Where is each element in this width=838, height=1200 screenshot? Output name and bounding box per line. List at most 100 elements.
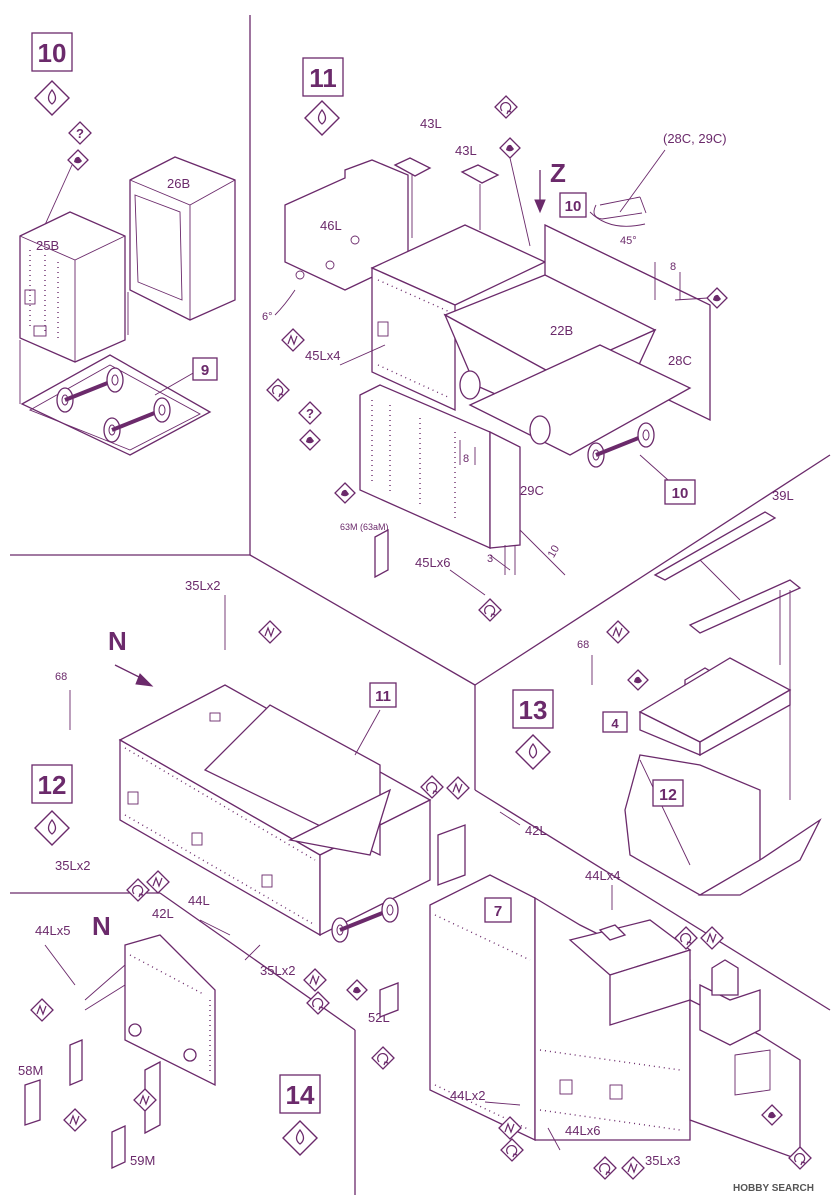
- subassembly-badge: [369, 682, 397, 708]
- step-11-number: 11: [309, 63, 337, 93]
- part-label: 44Lx5: [35, 923, 70, 938]
- part-label: 43L: [420, 116, 442, 131]
- bend-icon: [371, 1046, 395, 1070]
- subassembly-number: 4: [611, 716, 619, 731]
- step-14-number: 14: [286, 1080, 315, 1110]
- part-label: 28C: [668, 353, 692, 368]
- dimension-label: 8: [670, 261, 676, 273]
- part-label: 35Lx2: [55, 858, 90, 873]
- part-label: 44Lx2: [450, 1088, 485, 1103]
- question-icon: [68, 121, 92, 145]
- subassembly-number: 10: [672, 485, 689, 502]
- part-label: 44L: [188, 893, 210, 908]
- bend-icon: [593, 1156, 617, 1180]
- paint-icon: [346, 979, 368, 1001]
- glue-drop-icon: [304, 100, 340, 136]
- bend-icon: [266, 378, 290, 402]
- step-12-ref-badge: [652, 779, 684, 807]
- dimension-label: 3: [487, 553, 493, 565]
- zigzag-icon: [281, 328, 305, 352]
- zigzag-icon: [303, 968, 327, 992]
- zigzag-icon: [63, 1108, 87, 1132]
- watermark: HOBBY SEARCH: [733, 1183, 814, 1194]
- paint-icon: [299, 429, 321, 451]
- part-label: 35Lx2: [185, 578, 220, 593]
- step-11: 11 43L 43L Z (28C, 29C) 10 45° 46L 6°: [262, 57, 728, 622]
- dimension-label: 8: [463, 453, 469, 465]
- detail-label: (28C, 29C): [663, 131, 727, 146]
- step-14: N 44Lx5 58M 59M 14 7: [18, 868, 812, 1180]
- step-10-number: 10: [38, 38, 67, 68]
- part-label: 42L: [525, 823, 547, 838]
- part-label: 42L: [152, 906, 174, 921]
- bend-icon: [306, 991, 330, 1015]
- part-label: 45Lx4: [305, 348, 340, 363]
- step-13-number: 13: [519, 695, 548, 725]
- subassembly-badge: [602, 711, 628, 733]
- part-label: 22B: [550, 323, 573, 338]
- subassembly-badge: [664, 479, 696, 505]
- view-letter: Z: [550, 158, 566, 188]
- subassembly-number: 11: [375, 688, 391, 705]
- zigzag-icon: [258, 620, 282, 644]
- detail-step-number: 10: [565, 198, 582, 215]
- paint-icon: [499, 137, 521, 159]
- panel-borders: [10, 15, 831, 1195]
- part-label: 35Lx2: [260, 963, 295, 978]
- part-label: 59M: [130, 1153, 155, 1168]
- view-letter: N: [92, 911, 111, 941]
- zigzag-icon: [446, 776, 470, 800]
- part-label: 44Lx4: [585, 868, 620, 883]
- subassembly-number: 7: [494, 903, 502, 920]
- bend-icon: [494, 95, 518, 119]
- zigzag-icon: [146, 870, 170, 894]
- step-13: 13 39L 68 4 12: [512, 488, 822, 896]
- part-label: 26B: [167, 176, 190, 191]
- step-10: 10 26B 25B 9: [19, 32, 236, 456]
- part-label: 45Lx6: [415, 555, 450, 570]
- zigzag-icon: [30, 998, 54, 1022]
- glue-drop-icon: [282, 1120, 318, 1156]
- step-12: 35Lx2 N 68 35Lx2 11 12 44L 42L 35Lx2: [31, 578, 547, 1070]
- step-12-number: 12: [38, 770, 67, 800]
- angle-label: 6°: [262, 311, 273, 323]
- zigzag-icon: [700, 926, 724, 950]
- step-12-badge: [31, 764, 73, 804]
- bend-icon: [500, 1138, 524, 1162]
- part-label: 43L: [455, 143, 477, 158]
- step-13-badge: [512, 689, 554, 729]
- glue-drop-icon: [34, 80, 70, 116]
- part-label: 58M: [18, 1063, 43, 1078]
- part-label: 29C: [520, 483, 544, 498]
- question-icon: [298, 401, 322, 425]
- subassembly-badge: [559, 192, 587, 218]
- part-label: 39L: [772, 488, 794, 503]
- zigzag-icon: [606, 620, 630, 644]
- bend-icon: [420, 775, 444, 799]
- part-label: 44Lx6: [565, 1123, 600, 1138]
- subassembly-badge: [484, 897, 512, 923]
- glue-drop-icon: [515, 734, 551, 770]
- step-14-badge: [279, 1074, 321, 1114]
- step-11-badge: [302, 57, 344, 97]
- subassembly-badge: [192, 357, 218, 381]
- part-label: 46L: [320, 218, 342, 233]
- bend-icon: [126, 878, 150, 902]
- subassembly-number: 9: [201, 362, 209, 379]
- paint-icon: [334, 482, 356, 504]
- reference-number: 68: [577, 639, 589, 651]
- view-letter: N: [108, 626, 127, 656]
- glue-drop-icon: [34, 810, 70, 846]
- part-label: 35Lx3: [645, 1153, 680, 1168]
- reference-number: 68: [55, 671, 67, 683]
- bend-icon: [478, 598, 502, 622]
- part-label: 63M (63aM): [340, 522, 389, 532]
- zigzag-icon: [621, 1156, 645, 1180]
- subassembly-number: 12: [659, 787, 677, 804]
- paint-icon: [627, 669, 649, 691]
- dimension-label: 10: [546, 543, 563, 560]
- part-label: 25B: [36, 238, 59, 253]
- angle-label: 45°: [620, 235, 637, 247]
- step-10-badge: [31, 32, 73, 72]
